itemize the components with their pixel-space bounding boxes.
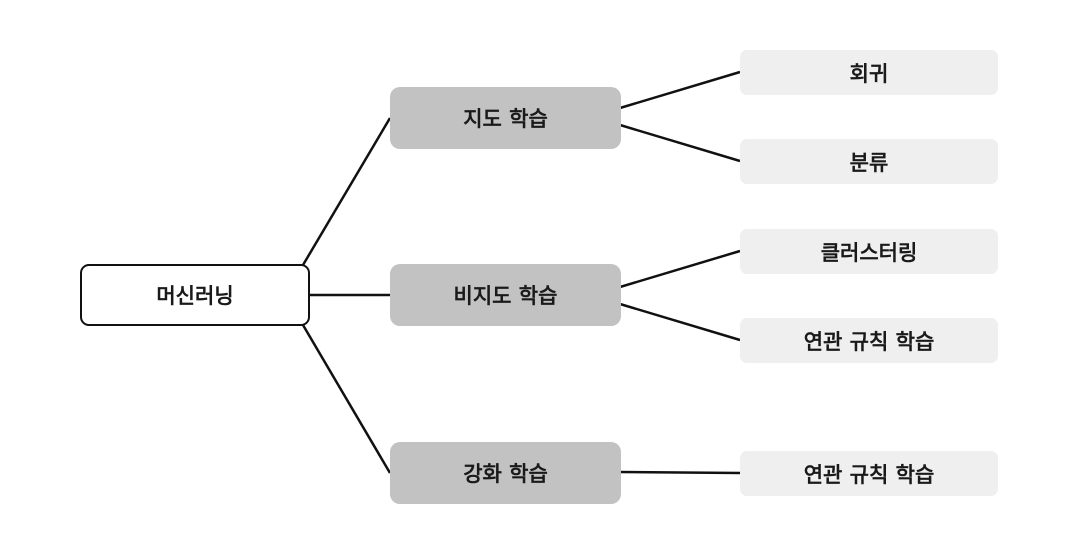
leaf-node-label: 연관 규칙 학습 (803, 462, 935, 487)
branch-node-label: 지도 학습 (463, 107, 548, 131)
branch-node-unsupervised: 비지도 학습 (390, 264, 621, 326)
leaf-node-clustering: 클러스터링 (740, 229, 998, 274)
leaf-node-regression: 회귀 (740, 50, 998, 95)
leaf-node-association-rules-2: 연관 규칙 학습 (740, 451, 998, 496)
connector-root-reinforcement (301, 324, 392, 474)
branch-node-label: 강화 학습 (463, 462, 548, 486)
connector-unsupervised-clustering (619, 249, 741, 289)
branch-node-supervised: 지도 학습 (390, 87, 621, 149)
connector-supervised-classification (619, 123, 741, 163)
leaf-node-label: 연관 규칙 학습 (803, 329, 935, 354)
leaf-node-label: 회귀 (849, 61, 889, 86)
connector-unsupervised-association (619, 302, 741, 342)
leaf-node-association-rules: 연관 규칙 학습 (740, 318, 998, 363)
connector-reinforcement-association (619, 470, 741, 475)
branch-node-label: 비지도 학습 (453, 284, 558, 308)
leaf-node-classification: 분류 (740, 139, 998, 184)
leaf-node-label: 분류 (849, 150, 889, 175)
root-node-label: 머신러닝 (156, 284, 234, 308)
root-node: 머신러닝 (80, 264, 310, 326)
connector-supervised-regression (619, 70, 741, 110)
branch-node-reinforcement: 강화 학습 (390, 442, 621, 504)
connector-root-supervised (301, 117, 392, 266)
leaf-node-label: 클러스터링 (820, 240, 918, 265)
